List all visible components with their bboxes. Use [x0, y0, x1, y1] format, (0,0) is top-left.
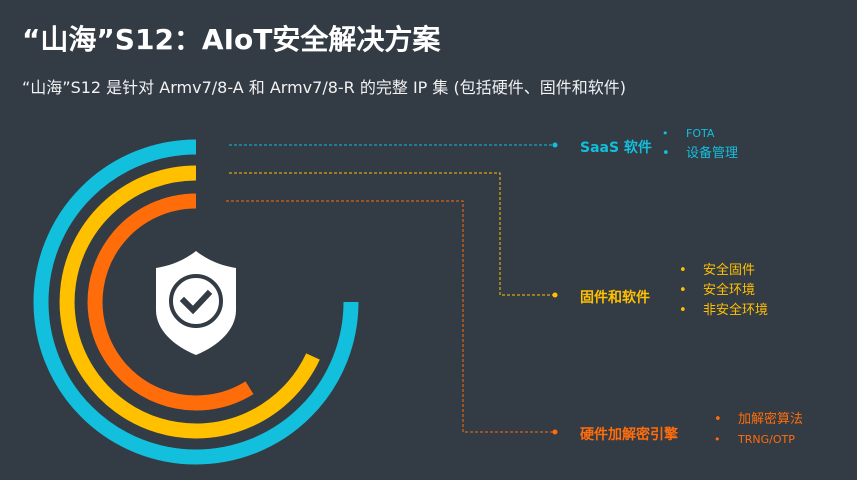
item-label: 设备管理 [686, 146, 739, 161]
saas-label: SaaS 软件 [580, 140, 652, 156]
list-item: •设备管理 [662, 146, 739, 161]
list-item: •安全固件 [679, 263, 756, 278]
page-title: “山海”S12：AIoT安全解决方案 [22, 23, 441, 56]
item-label: TRNG/OTP [738, 433, 795, 446]
list-item: •TRNG/OTP [714, 433, 795, 446]
list-item: •加解密算法 [714, 412, 804, 427]
saas-items: •FOTA •设备管理 [662, 124, 738, 164]
shield-check-icon [156, 251, 236, 355]
firmware-ring [59, 165, 320, 439]
hardware-connector [226, 200, 555, 433]
saas-ring [33, 139, 359, 465]
item-label: 安全环境 [703, 283, 756, 298]
hardware-items: •加解密算法 •TRNG/OTP [714, 410, 803, 450]
list-item: •安全环境 [679, 283, 756, 298]
hardware-ring [87, 193, 254, 411]
page-subtitle: “山海”S12 是针对 Armv7/8-A 和 Armv7/8-R 的完整 IP… [22, 78, 626, 97]
firmware-items: •安全固件 •安全环境 •非安全环境 [679, 261, 768, 321]
item-label: 非安全环境 [703, 303, 769, 318]
firmware-connector [229, 172, 555, 296]
item-label: 安全固件 [703, 263, 756, 278]
hardware-label: 硬件加解密引擎 [580, 427, 678, 443]
item-label: 加解密算法 [738, 412, 804, 427]
firmware-label: 固件和软件 [580, 290, 650, 306]
list-item: •FOTA [662, 127, 715, 140]
item-label: FOTA [686, 127, 715, 140]
list-item: •非安全环境 [679, 303, 769, 318]
